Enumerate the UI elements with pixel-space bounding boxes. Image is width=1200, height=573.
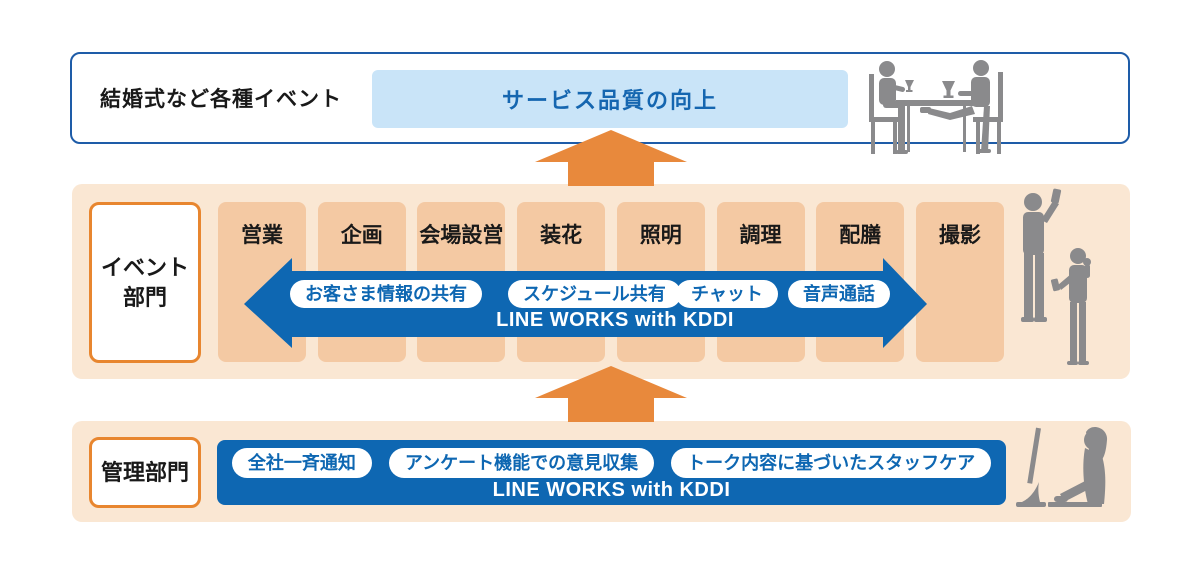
up-arrow-icon xyxy=(535,366,687,422)
feature-pill: チャット xyxy=(676,280,778,308)
feature-pill-label: お客さま情報の共有 xyxy=(305,284,467,304)
events-label: 結婚式など各種イベント xyxy=(100,88,342,111)
department-label: 撮影 xyxy=(938,224,981,247)
event-dept-label-line1: イベント xyxy=(100,254,189,280)
feature-pill-label: チャット xyxy=(691,284,763,304)
admin-line-works-box: 全社一斉通知 アンケート機能での意見収集 トーク内容に基づいたスタッフケア LI… xyxy=(217,440,1006,505)
feature-pill-label: 音声通話 xyxy=(803,284,875,304)
feature-pill-label: 全社一斉通知 xyxy=(247,453,356,473)
line-works-caption: LINE WORKS with KDDI xyxy=(492,479,731,501)
feature-pill-label: スケジュール共有 xyxy=(523,284,666,304)
department-label: 会場設営 xyxy=(419,224,504,247)
department-label: 照明 xyxy=(639,224,682,247)
department-label: 装花 xyxy=(540,224,583,247)
department-column: 撮影 xyxy=(915,202,1004,362)
department-label: 配膳 xyxy=(839,224,882,247)
admin-pill-row: 全社一斉通知 アンケート機能での意見収集 トーク内容に基づいたスタッフケア xyxy=(217,448,1006,478)
department-label: 調理 xyxy=(739,224,782,247)
department-label: 企画 xyxy=(340,224,383,247)
feature-pill: お客さま情報の共有 xyxy=(290,280,482,308)
line-works-caption: LINE WORKS with KDDI xyxy=(496,309,734,331)
feature-pill: トーク内容に基づいたスタッフケア xyxy=(671,448,992,478)
up-arrow-icon xyxy=(535,130,687,186)
feature-pill: 全社一斉通知 xyxy=(231,448,372,478)
event-dept-label-line2: 部門 xyxy=(122,284,167,310)
feature-pill: スケジュール共有 xyxy=(508,280,681,308)
feature-pill-label: トーク内容に基づいたスタッフケア xyxy=(687,453,976,473)
event-dept-tag: イベント 部門 xyxy=(89,202,201,363)
admin-dept-label: 管理部門 xyxy=(100,459,189,485)
operator-at-computer-silhouette-icon xyxy=(1016,426,1108,507)
feature-pill-label: アンケート機能での意見収集 xyxy=(404,453,639,473)
staff-with-phones-silhouette-icon xyxy=(1021,188,1091,365)
service-quality-highlight: サービス品質の向上 xyxy=(372,70,848,128)
department-label: 営業 xyxy=(241,224,283,247)
feature-pill: アンケート機能での意見収集 xyxy=(388,448,655,478)
feature-pill: 音声通話 xyxy=(788,280,890,308)
dining-couple-silhouette-icon xyxy=(869,60,1003,154)
admin-dept-tag: 管理部門 xyxy=(89,437,201,508)
service-quality-label: サービス品質の向上 xyxy=(501,88,718,113)
